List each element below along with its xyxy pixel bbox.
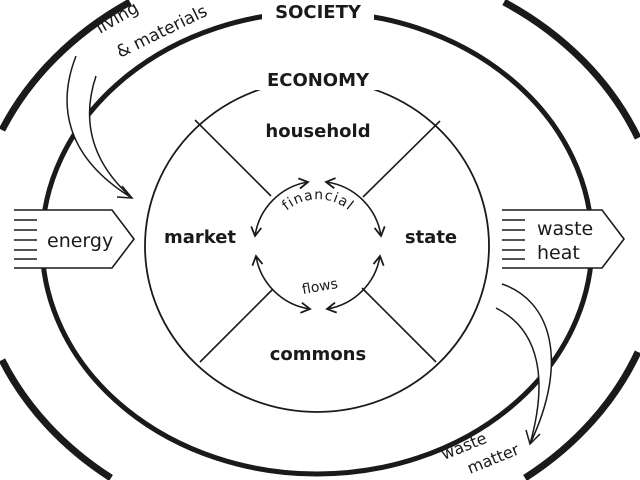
sector-commons: commons [270,344,366,365]
waste-heat-label-2: heat [537,242,580,264]
sector-market: market [164,227,236,248]
energy-input-arrow: energy [14,209,136,269]
waste-heat-output-arrow: waste heat [502,209,626,269]
waste-heat-label-1: waste [537,218,593,240]
financial-label: financial [279,187,357,214]
sector-household: household [265,121,370,142]
flows-label: flows [301,276,339,298]
energy-label: energy [47,230,113,252]
living-label: living [93,0,143,38]
economy-label: ECONOMY [267,70,370,91]
financial-flows-arrows [250,177,386,314]
society-label: SOCIETY [275,2,362,23]
sector-state: state [405,227,457,248]
